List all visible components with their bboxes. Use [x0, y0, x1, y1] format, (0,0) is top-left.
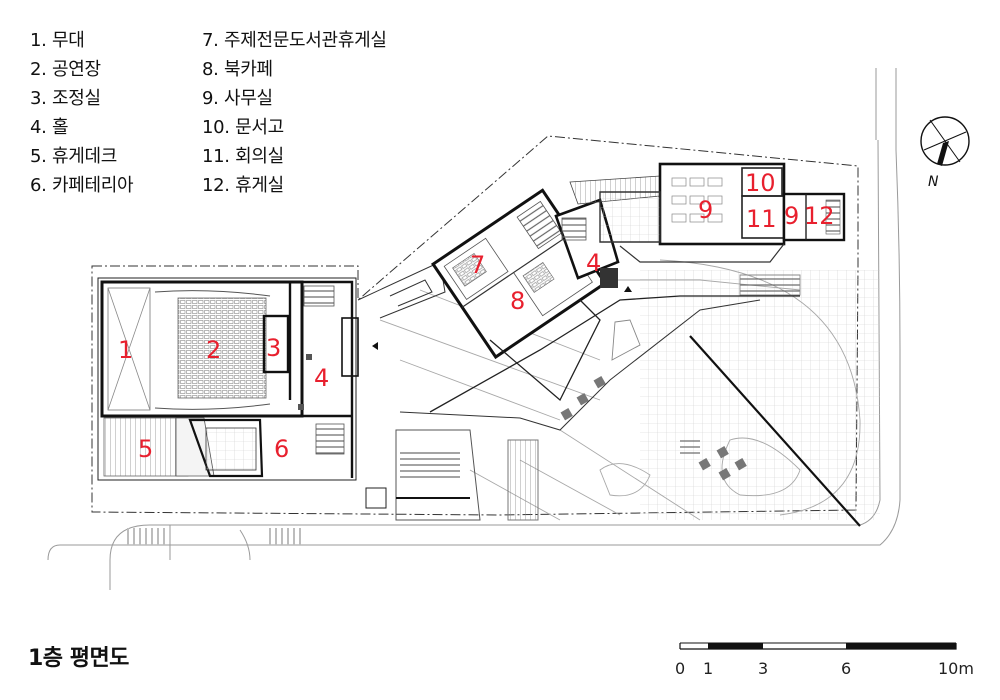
scale-tick-label: 6: [841, 659, 852, 678]
legend-item: 4. 홀: [30, 117, 69, 138]
legend-item: 10. 문서고: [202, 117, 284, 138]
room-number-lobby-east: 4: [586, 249, 601, 277]
room-number-cafe: 6: [274, 435, 289, 463]
scale-tick-label: 10m: [938, 659, 974, 678]
north-arrow-icon: N: [920, 116, 970, 190]
room-number-archive: 10: [745, 169, 776, 197]
scale-tick-label: 3: [758, 659, 769, 678]
legend-item: 2. 공연장: [30, 59, 101, 80]
east-building: [599, 162, 846, 263]
legend-item: 5. 휴게데크: [30, 146, 118, 167]
room-number-stage: 1: [118, 336, 133, 364]
legend-item: 8. 북카페: [202, 59, 273, 80]
west-building: [97, 277, 378, 481]
room-number-rest: 12: [804, 202, 835, 230]
room-number-lounge: 7: [470, 251, 485, 279]
room-number-control: 3: [266, 334, 281, 362]
room-number-hall: 2: [206, 336, 221, 364]
crosswalk: [127, 528, 301, 545]
room-numbers: 1 2 3 4 5 6 7 8 4 9 10 11 9 12: [118, 169, 835, 463]
property-line: [91, 135, 859, 516]
legend-column-2: 7. 주제전문도서관휴게실 8. 북카페 9. 사무실 10. 문서고 11. …: [202, 26, 387, 200]
room-number-deck: 5: [138, 435, 153, 463]
scale-tick-label: 0: [675, 659, 686, 678]
legend-item: 7. 주제전문도서관휴게실: [202, 30, 387, 51]
room-number-office: 9: [698, 196, 713, 224]
room-number-lobby: 4: [314, 364, 329, 392]
legend-item: 12. 휴게실: [202, 175, 284, 196]
room-number-bookcafe: 8: [510, 287, 525, 315]
legend-item: 11. 회의실: [202, 146, 284, 167]
legend-item: 9. 사무실: [202, 88, 273, 109]
legend-item: 6. 카페테리아: [30, 175, 134, 196]
legend-item: 3. 조정실: [30, 88, 101, 109]
legend-column-1: 1. 무대 2. 공연장 3. 조정실 4. 홀 5. 휴게데크 6. 카페테리…: [30, 26, 134, 200]
middle-ramp: [489, 299, 601, 402]
legend-item: 1. 무대: [30, 30, 85, 51]
plaza-edge: [689, 335, 861, 527]
drawing-title: 1층 평면도: [28, 646, 129, 671]
room-number-meeting: 11: [746, 205, 777, 233]
scale-bar: [679, 642, 957, 650]
canopy: [357, 261, 800, 521]
landscape: [379, 259, 880, 521]
scale-tick-label: 1: [703, 659, 714, 678]
north-label: N: [928, 174, 939, 190]
benches: [560, 376, 747, 481]
room-number-office-small: 9: [784, 202, 799, 230]
